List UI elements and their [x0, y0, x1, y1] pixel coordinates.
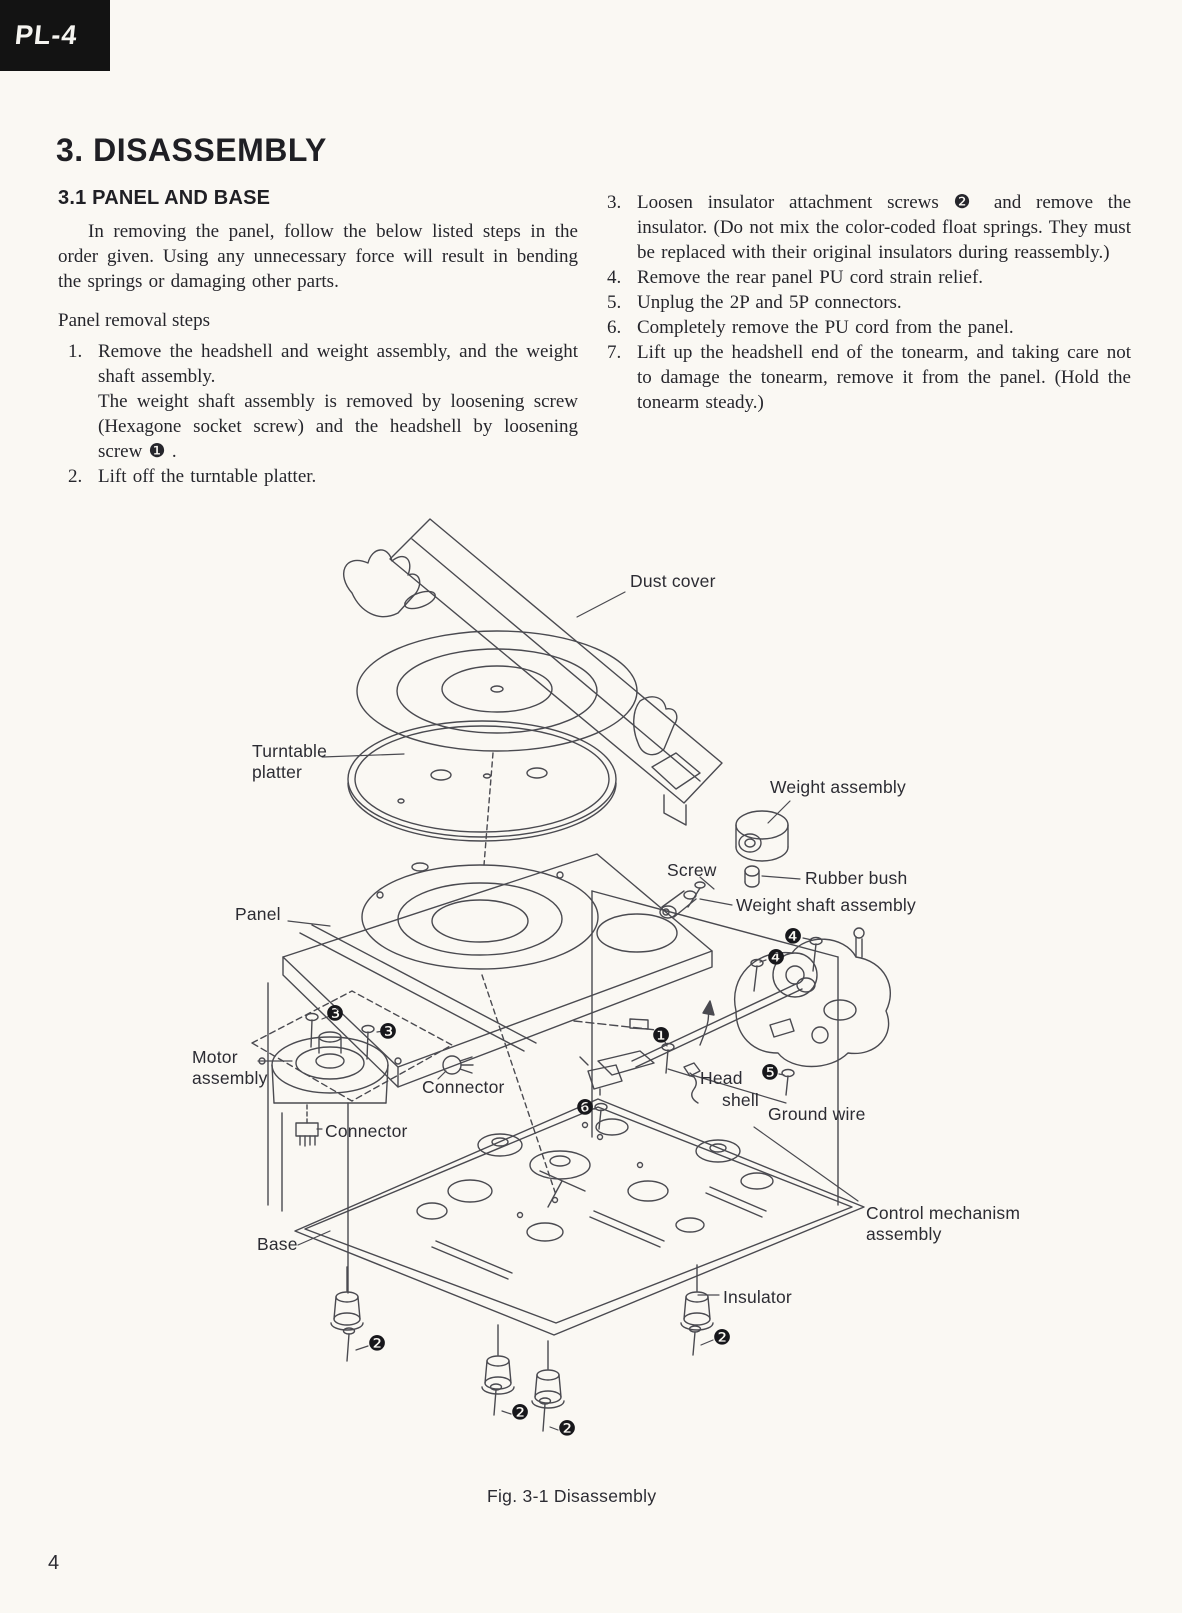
figure-label-connector-upper: Connector: [422, 1077, 505, 1097]
intro-paragraph: In removing the panel, follow the below …: [58, 221, 578, 292]
exploded-view-drawing: [251, 518, 891, 1432]
step-text: Unplug the 2P and 5P connectors.: [637, 292, 902, 313]
step-text: Lift off the turntable platter.: [98, 466, 317, 487]
step-text: Remove the rear panel PU cord strain rel…: [637, 267, 984, 288]
figure-label-screw: Screw: [667, 860, 717, 880]
circled-number-marker-m4a: ❹: [783, 924, 803, 949]
tonearm-shape: [579, 977, 816, 1096]
circled-number-marker-m3b: ❸: [378, 1019, 398, 1044]
page-number: 4: [48, 1552, 60, 1574]
hand-shape: [343, 549, 421, 618]
platter-top-shape: [356, 630, 638, 752]
step-text: Loosen insulator attachment screws ❷ and…: [637, 192, 1131, 263]
screws: [305, 936, 823, 1432]
figure-label-dust-cover: Dust cover: [630, 571, 716, 591]
circled-number-marker-m5: ❺: [760, 1060, 780, 1085]
panel-removal-steps-1-2: 1. Remove the headshell and weight assemb…: [68, 339, 578, 489]
figure-label-rubber-bush: Rubber bush: [805, 868, 908, 888]
weight-shaft-shape: [659, 881, 706, 919]
figure-label-motor-assembly: Motor assembly: [192, 1047, 268, 1088]
figure-label-turntable-platter: Turntable platter: [252, 741, 328, 782]
step-text: Lift up the headshell end of the tonearm…: [637, 342, 1131, 413]
left-column: 3.1 PANEL AND BASE In removing the panel…: [58, 186, 578, 489]
figure-label-head-shell-line2: shell: [722, 1090, 759, 1110]
step-number: 2.: [68, 466, 83, 487]
model-badge: PL-4: [0, 0, 110, 71]
step-number: 7.: [607, 342, 622, 363]
figure-label-base: Base: [257, 1234, 298, 1254]
weight-assembly-shape: [735, 810, 789, 862]
right-column: 3. Loosen insulator attachment screws ❷ a…: [607, 190, 1131, 415]
step-number: 5.: [607, 292, 622, 313]
figure-label-control-mechanism-assembly: Control mechanism assembly: [866, 1203, 1021, 1244]
step-number: 3.: [607, 192, 622, 213]
section-title: 3. DISASSEMBLY: [56, 132, 327, 168]
step-text: Remove the headshell and weight assembly…: [98, 341, 578, 462]
panel-removal-steps-3-7: 3. Loosen insulator attachment screws ❷ a…: [607, 190, 1131, 415]
circled-number-marker-m4b: ❹: [766, 945, 786, 970]
insulator-feet: [330, 1264, 714, 1409]
panel-shape: [282, 853, 713, 1068]
circled-number-marker-m1: ❶: [651, 1023, 671, 1048]
step-number: 1.: [68, 341, 83, 362]
ground-wire-shape: [683, 1062, 701, 1104]
base-shape: [294, 1098, 865, 1336]
procedure-step: 6. Completely remove the PU cord from the…: [607, 315, 1131, 340]
rubber-bush-shape: [744, 865, 760, 888]
figure-label-weight-assembly: Weight assembly: [770, 777, 906, 797]
procedure-step: 2. Lift off the turntable platter.: [68, 464, 578, 489]
control-mechanism-shape: [733, 927, 891, 1068]
circled-number-marker-m2b: ❷: [510, 1400, 530, 1425]
step-text: Completely remove the PU cord from the p…: [637, 317, 1014, 338]
circled-number-marker-m2a: ❷: [367, 1331, 387, 1356]
procedure-step: 7. Lift up the headshell end of the tonea…: [607, 340, 1131, 415]
subsection-title: 3.1 PANEL AND BASE: [58, 187, 271, 209]
model-badge-label: PL-4: [13, 20, 80, 50]
frame-lines: [267, 890, 839, 1294]
platter-ring-shape: [347, 720, 617, 838]
figure-label-panel: Panel: [235, 904, 281, 924]
circled-number-marker-m2c: ❷: [557, 1416, 577, 1441]
figure-caption: Fig. 3-1 Disassembly: [487, 1486, 657, 1506]
procedure-step: 4. Remove the rear panel PU cord strain r…: [607, 265, 1131, 290]
figure-label-weight-shaft-assembly: Weight shaft assembly: [736, 895, 916, 915]
figure-label-head-shell-line1: Head: [700, 1068, 743, 1088]
circled-number-marker-m2d: ❷: [712, 1325, 732, 1350]
procedure-step: 3. Loosen insulator attachment screws ❷ a…: [607, 190, 1131, 265]
circled-number-marker-m3a: ❸: [325, 1001, 345, 1026]
motor-boundary: [251, 990, 453, 1102]
steps-heading: Panel removal steps: [58, 310, 210, 331]
figure-label-ground-wire: Ground wire: [768, 1104, 866, 1124]
step-number: 4.: [607, 267, 622, 288]
circled-number-marker-m6: ❻: [575, 1095, 595, 1120]
step-number: 6.: [607, 317, 622, 338]
figure-label-connector-lower: Connector: [325, 1121, 408, 1141]
procedure-step: 5. Unplug the 2P and 5P connectors.: [607, 290, 1131, 315]
dust-cover-shape: [389, 518, 723, 804]
leader-lines: [257, 591, 859, 1431]
connector-lower-shape: [295, 1122, 319, 1137]
procedure-step: 1. Remove the headshell and weight assemb…: [68, 339, 578, 464]
figure-label-insulator: Insulator: [723, 1287, 792, 1307]
